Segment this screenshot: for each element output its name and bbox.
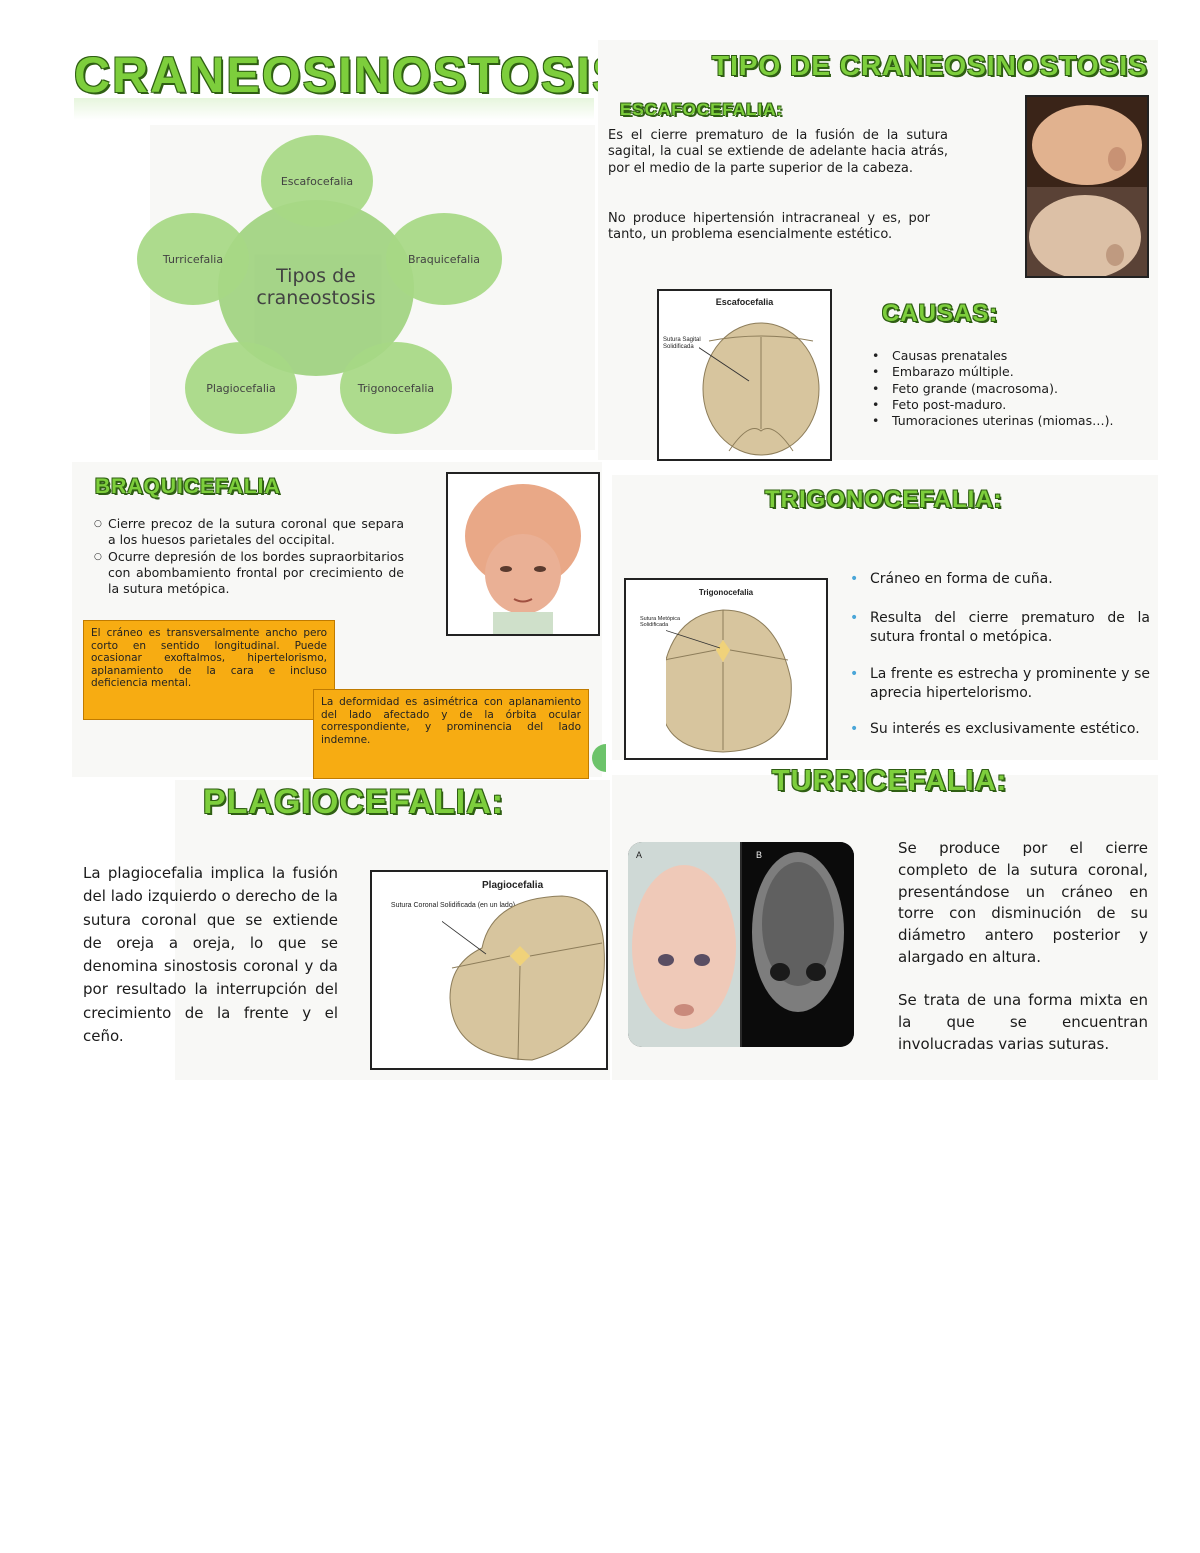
- diagram-node-trigonocefalia: Trigonocefalia: [340, 342, 452, 434]
- photo-label-a: A: [636, 850, 643, 860]
- plagiocefalia-text: La plagiocefalia implica la fusión del l…: [83, 864, 338, 1045]
- trigonocefalia-figure-label: Sutura Metópica Solidificada: [640, 616, 681, 629]
- diagram-node-escafocefalia: Escafocefalia: [261, 135, 373, 227]
- causas-item: Causas prenatales: [870, 348, 1160, 365]
- causas-heading: CAUSAS:: [882, 300, 999, 327]
- causas-item: Tumoraciones uterinas (miomas…).: [870, 413, 1160, 430]
- braquicefalia-item: Cierre precoz de la sutura coronal que s…: [92, 516, 404, 549]
- escafocefalia-figure: Escafocefalia Sutura Sagital Solidificad…: [657, 289, 832, 461]
- braquicefalia-child-image: [446, 472, 600, 636]
- turricefalia-photos: A B: [628, 842, 854, 1047]
- diagram-node-turricefalia: Turricefalia: [137, 213, 249, 305]
- trigonocefalia-item: Su interés es exclusivamente estético.: [848, 720, 1150, 739]
- escafocefalia-photo: [1025, 95, 1149, 278]
- escafocefalia-figure-title: Escafocefalia: [715, 297, 774, 307]
- escafocefalia-skull: [699, 322, 820, 456]
- child-head-illustration: [448, 474, 598, 634]
- plagiocefalia-figure-label: Sutura Coronal Solidificada (en un lado): [390, 902, 516, 909]
- braquicefalia-note-1: El cráneo es transversalmente ancho pero…: [83, 620, 335, 720]
- plagiocefalia-figure: Plagiocefalia Sutura Coronal Solidificad…: [370, 870, 608, 1070]
- main-title: CRANEOSINOSTOSIS: [74, 47, 628, 103]
- nav-dot: [592, 744, 606, 772]
- trigonocefalia-heading: TRIGONOCEFALIA:: [765, 486, 1003, 513]
- trigonocefalia-skull: [666, 609, 792, 753]
- braquicefalia-list: Cierre precoz de la sutura coronal que s…: [92, 516, 404, 597]
- trigonocefalia-item: Resulta del cierre prematuro de la sutur…: [848, 609, 1150, 647]
- turricefalia-heading: TURRICEFALIA:: [772, 765, 1008, 797]
- braquicefalia-heading: BRAQUICEFALIA: [95, 475, 281, 498]
- plagiocefalia-figure-title: Plagiocefalia: [482, 880, 544, 891]
- diagram-node-braquicefalia: Braquicefalia: [386, 213, 502, 305]
- braquicefalia-item: Ocurre depresión de los bordes supraorbi…: [92, 549, 404, 598]
- causas-item: Embarazo múltiple.: [870, 364, 1160, 381]
- turricefalia-photo-illustration: [628, 842, 854, 1047]
- braquicefalia-note-2: La deformidad es asimétrica con aplanami…: [313, 689, 589, 779]
- causas-item: Feto post-maduro.: [870, 397, 1160, 414]
- turricefalia-text-1: Se produce por el cierre completo de la …: [898, 839, 1148, 966]
- causas-list: Causas prenatales Embarazo múltiple. Fet…: [870, 348, 1160, 430]
- main-title-reflection: [74, 98, 594, 120]
- trigonocefalia-figure: Trigonocefalia Sutura Metópica Solidific…: [624, 578, 828, 760]
- trigonocefalia-list: Cráneo en forma de cuña. Resulta del cie…: [848, 570, 1150, 739]
- escafocefalia-text-2: No produce hipertensión intracraneal y e…: [608, 211, 930, 243]
- photo-label-b: B: [756, 850, 763, 860]
- plagiocefalia-heading: PLAGIOCEFALIA:: [203, 783, 505, 821]
- plagiocefalia-skull: [442, 895, 605, 1061]
- escafocefalia-text-1: Es el cierre prematuro de la fusión de l…: [608, 128, 948, 176]
- types-title: TIPO DE CRANEOSINOSTOSIS: [712, 50, 1148, 81]
- diagram-node-plagiocefalia: Plagiocefalia: [185, 342, 297, 434]
- escafocefalia-figure-label: Sutura Sagital Solidificada: [663, 337, 701, 350]
- trigonocefalia-item: La frente es estrecha y prominente y se …: [848, 665, 1150, 703]
- causas-item: Feto grande (macrosoma).: [870, 381, 1160, 398]
- trigonocefalia-figure-title: Trigonocefalia: [698, 588, 754, 597]
- escafocefalia-heading: ESCAFOCEFALIA:: [620, 100, 784, 119]
- baby-heads-illustration: [1027, 97, 1147, 276]
- trigonocefalia-item: Cráneo en forma de cuña.: [848, 570, 1150, 589]
- turricefalia-text-2: Se trata de una forma mixta en la que se…: [898, 991, 1148, 1053]
